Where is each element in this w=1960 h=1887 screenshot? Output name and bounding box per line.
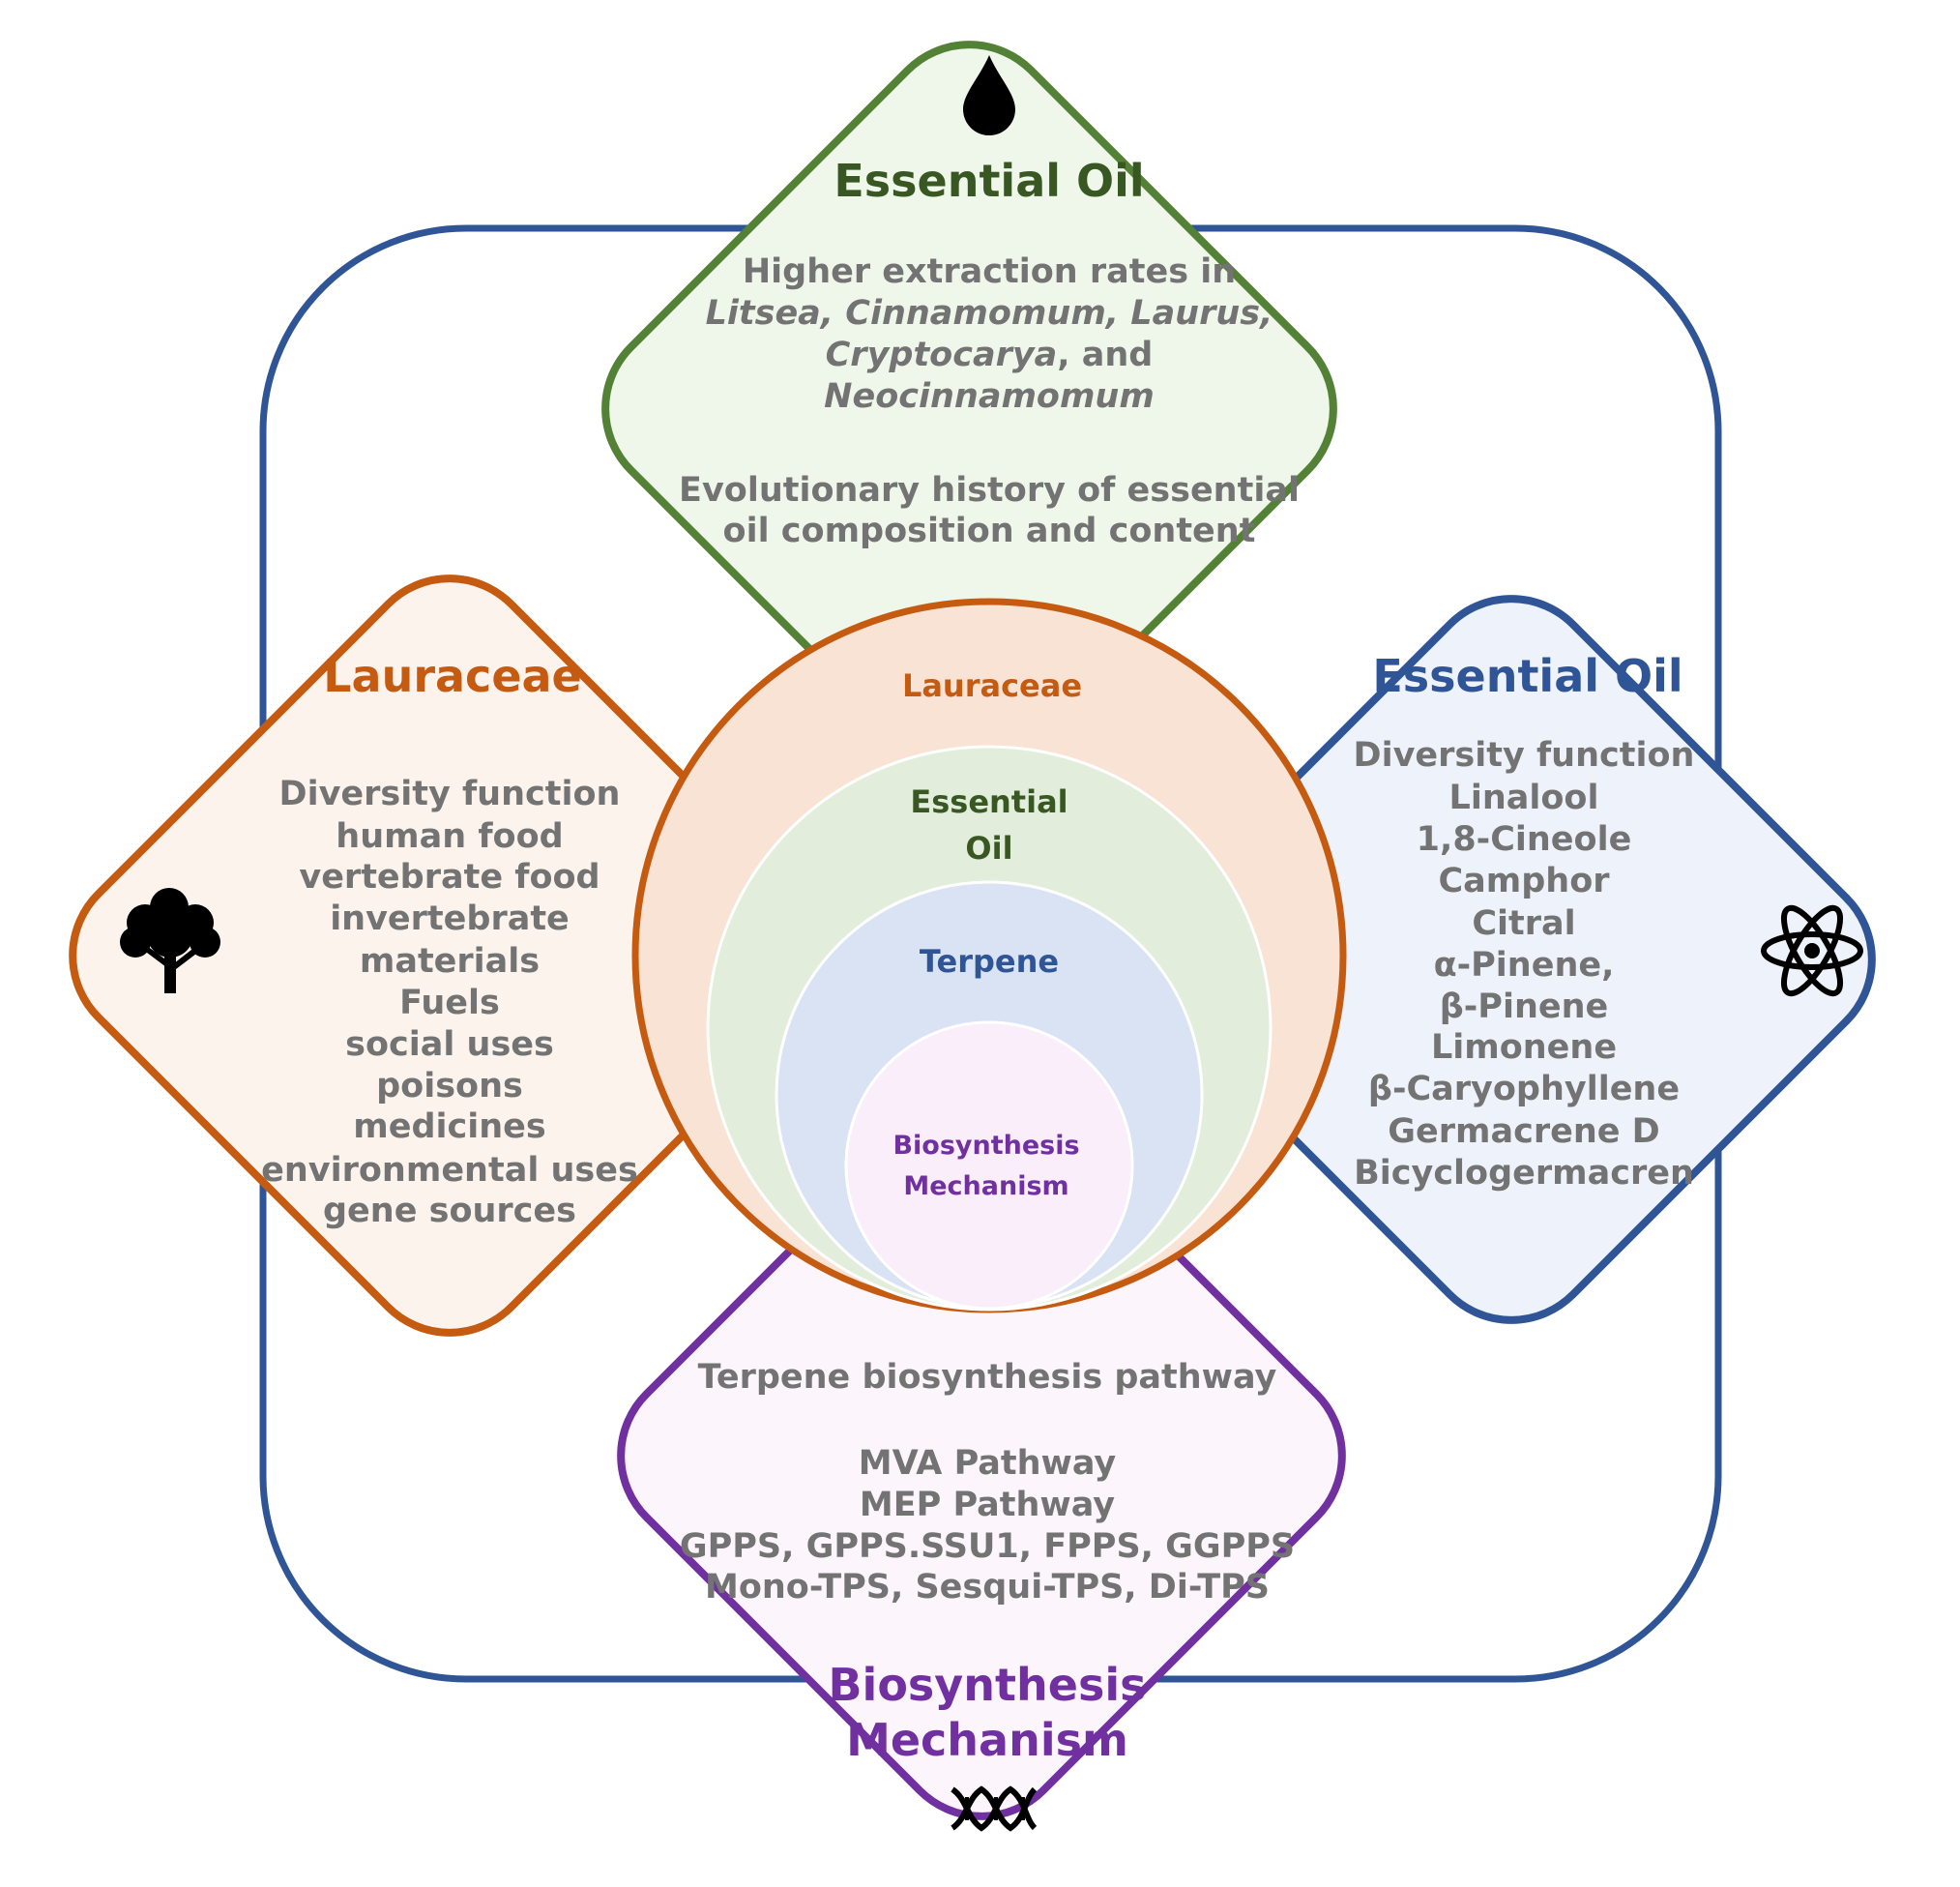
right-item: Bicyclogermacren	[1354, 1154, 1694, 1193]
left-item: social uses	[345, 1025, 554, 1064]
right-item: β-Caryophyllene	[1368, 1070, 1680, 1108]
top-panel-line3-italic: Cryptocarya	[826, 336, 1058, 374]
right-item: Limonene	[1431, 1028, 1617, 1067]
right-item: β-Pinene	[1440, 988, 1609, 1026]
left-panel: Lauraceae Diversity function human food …	[69, 575, 831, 1337]
bottom-panel-heading: Terpene biosynthesis pathway	[698, 1358, 1277, 1397]
right-panel-heading: Diversity function	[1354, 736, 1695, 775]
bottom-item: MVA Pathway	[859, 1444, 1117, 1483]
right-diamond	[1147, 595, 1876, 1324]
left-item: Fuels	[399, 984, 500, 1022]
top-panel-line5: Evolutionary history of essential	[679, 471, 1300, 510]
atom-icon	[1761, 904, 1863, 997]
left-panel-heading: Diversity function	[279, 775, 621, 813]
right-item: α-Pinene,	[1434, 946, 1615, 985]
center-label-essential: Essential	[910, 783, 1068, 820]
center-label-oil: Oil	[965, 830, 1012, 867]
left-panel-title: Lauraceae	[323, 650, 582, 702]
left-item: materials	[360, 942, 540, 981]
top-panel-title: Essential Oil	[834, 155, 1144, 207]
top-panel-line2: Litsea, Cinnamomum, Laurus,	[706, 294, 1273, 333]
center-label-mechanism: Mechanism	[903, 1171, 1068, 1201]
right-item: Citral	[1472, 904, 1575, 943]
left-item: human food	[336, 817, 563, 856]
bottom-panel-title-line2: Mechanism	[846, 1714, 1128, 1766]
bottom-panel-title-line1: Biosynthesis	[828, 1659, 1146, 1711]
center-circles: Lauraceae Essential Oil Terpene Biosynth…	[631, 598, 1347, 1313]
left-diamond	[69, 575, 831, 1337]
circle-biosynthesis	[844, 1020, 1134, 1311]
left-item: medicines	[353, 1107, 546, 1146]
top-panel-line6: oil composition and content	[723, 512, 1256, 550]
right-panel-title: Essential Oil	[1372, 650, 1682, 702]
right-item: Camphor	[1438, 862, 1610, 900]
bottom-item: MEP Pathway	[860, 1486, 1115, 1524]
left-item: gene sources	[323, 1192, 576, 1230]
center-label-lauraceae: Lauraceae	[902, 667, 1082, 704]
left-panel-items: human food vertebrate food invertebrate …	[261, 817, 638, 1230]
top-diamond	[601, 41, 1337, 777]
right-item: Germacrene D	[1388, 1112, 1659, 1151]
left-item: environmental uses	[261, 1151, 638, 1190]
right-panel-items: Linalool 1,8-Cineole Camphor Citral α-Pi…	[1354, 779, 1694, 1193]
top-panel-line3-rest: , and	[1057, 336, 1153, 374]
bottom-panel: Terpene biosynthesis pathway MVA Pathway…	[617, 1091, 1346, 1832]
left-item: vertebrate food	[299, 858, 600, 897]
left-item: poisons	[376, 1067, 523, 1106]
bottom-item: Mono-TPS, Sesqui-TPS, Di-TPS	[705, 1568, 1270, 1607]
left-item: invertebrate	[330, 899, 570, 938]
right-panel: Essential Oil Diversity function Linaloo…	[1147, 595, 1876, 1324]
dna-icon	[951, 1785, 1038, 1832]
top-panel: Essential Oil Higher extraction rates in…	[601, 41, 1337, 777]
top-panel-line4: Neocinnamomum	[824, 377, 1155, 416]
top-panel-line1: Higher extraction rates in	[743, 252, 1236, 291]
tree-icon	[120, 888, 220, 993]
right-item: Linalool	[1449, 779, 1599, 817]
oil-drop-icon	[963, 55, 1015, 135]
right-item: 1,8-Cineole	[1417, 820, 1632, 859]
center-label-biosynthesis: Biosynthesis	[892, 1131, 1079, 1161]
top-panel-line3: Cryptocarya, and	[826, 336, 1154, 374]
center-label-terpene: Terpene	[920, 943, 1059, 980]
bottom-item: GPPS, GPPS.SSU1, FPPS, GGPPS	[680, 1527, 1295, 1566]
